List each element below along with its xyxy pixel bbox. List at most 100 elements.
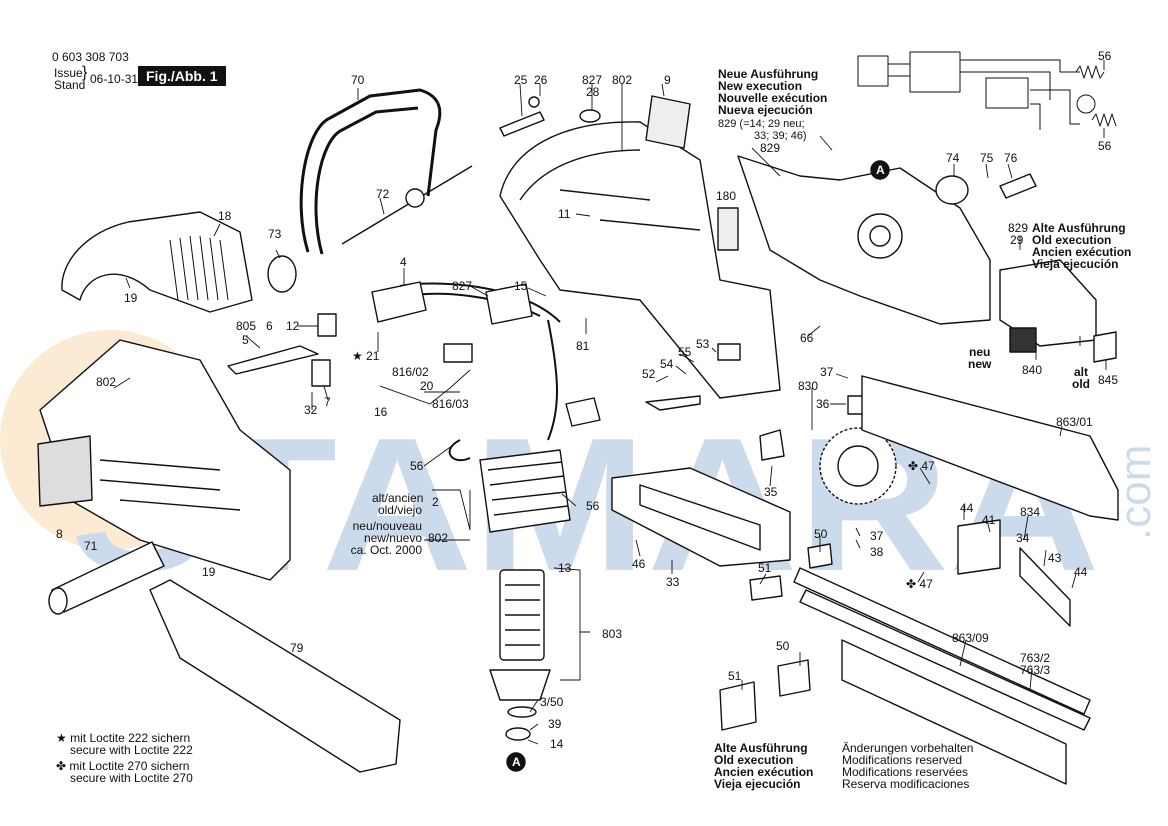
part-label: ✤ 47 (906, 577, 933, 591)
part-label: 802 (612, 73, 633, 87)
part-label: 33 (666, 575, 680, 589)
wiring-schematic (857, 51, 1117, 130)
part-label: 829 (760, 141, 781, 155)
part-label: 18 (218, 209, 232, 223)
guide-bar-part (841, 639, 1067, 785)
figure-label: Fig./Abb. 1 (138, 66, 226, 86)
part-label: 829 (1008, 221, 1029, 235)
loctite-222-note: ★ mit Loctite 222 sichern secure with Lo… (56, 731, 193, 757)
part-label: 56 (1098, 139, 1112, 153)
part-label: 56 (410, 459, 424, 473)
part-label: 44 (960, 501, 974, 515)
part-label: 11 (558, 207, 571, 221)
part-label: 66 (800, 331, 814, 345)
doc-number: 0 603 308 703 (52, 50, 129, 64)
part-label: 19 (202, 565, 216, 579)
part-label: 72 (376, 187, 390, 201)
part-label: 763/3 (1020, 663, 1051, 677)
part-label: 29 (1010, 233, 1024, 247)
part-label: 36 (816, 397, 830, 411)
part-label: 3/50 (540, 695, 564, 709)
part-label: 32 (304, 403, 318, 417)
part-label: 15 (514, 279, 528, 293)
part-label: 51 (758, 561, 772, 575)
part-label: 830 (798, 379, 819, 393)
part-label: 52 (642, 367, 656, 381)
part-label: 56 (1098, 49, 1112, 63)
part-label: 56 (586, 499, 600, 513)
part-label: ✤ 47 (908, 459, 935, 473)
issue-date: 06-10-31 (90, 72, 139, 86)
part-label: 51 (728, 669, 742, 683)
part-label: 28 (586, 85, 600, 99)
part-label: 803 (602, 627, 623, 641)
note-829: 829 (=14; 29 neu;33; 39; 46) (718, 118, 807, 142)
housing-cover-part (61, 211, 253, 313)
part-label: 37 (820, 365, 834, 379)
part-label: 74 (946, 151, 960, 165)
marker-a-top-letter: A (876, 163, 885, 177)
part-label: ★ 21 (352, 349, 380, 363)
part-label: 54 (660, 357, 674, 371)
bow-handle-part (299, 88, 442, 253)
part-label: 20 (420, 379, 434, 393)
part-label: 81 (576, 339, 590, 353)
part-label: 50 (814, 527, 828, 541)
part-label: 41 (982, 513, 996, 527)
stand-label: Stand (54, 78, 86, 92)
part-label: 26 (534, 73, 548, 87)
part-label: 805 (236, 319, 257, 333)
part-label: 840 (1022, 363, 1043, 377)
part-label: 827 (582, 73, 603, 87)
part-label: 44 (1074, 565, 1088, 579)
part-label: 53 (696, 337, 710, 351)
part-label: 816/02 (392, 365, 429, 379)
marker-a-bottom-letter: A (512, 755, 521, 769)
part-label: 8 (56, 527, 63, 541)
loctite-270-note: ✤ mit Loctite 270 sichern secure with Lo… (56, 759, 193, 785)
part-label: 46 (632, 557, 646, 571)
guard-part (149, 579, 401, 773)
part-label: 834 (1020, 505, 1041, 519)
part-label: 75 (980, 151, 994, 165)
blade-863-01-part (861, 375, 1119, 521)
part-label: 73 (268, 227, 282, 241)
part-label: 6 (266, 319, 273, 333)
saw-chain-part (793, 567, 1091, 715)
part-label: 7 (324, 395, 331, 409)
part-label: 763/2 (1020, 651, 1051, 665)
part-label: 863/01 (1056, 415, 1093, 429)
part-label: 39 (548, 717, 562, 731)
part-label: 34 (1016, 531, 1030, 545)
part-label: 827 (452, 279, 473, 293)
part-label: 12 (286, 319, 300, 333)
part-label: 25 (514, 73, 528, 87)
part-label: 863/09 (952, 631, 989, 645)
svg-text:.com: .com (1111, 445, 1160, 540)
part-label: 37 (870, 529, 884, 543)
part-label: 16 (374, 405, 388, 419)
part-label: 4 (400, 255, 407, 269)
part-label: 38 (870, 545, 884, 559)
base-plate-part (611, 467, 791, 567)
part-label: 13 (558, 561, 572, 575)
part-label: 55 (678, 345, 692, 359)
part-label: 845 (1098, 373, 1119, 387)
marker-a-top (870, 160, 890, 180)
part-label: 5 (242, 333, 249, 347)
knob-part (267, 255, 297, 293)
part-label: 816/03 (432, 397, 469, 411)
part-label: 70 (351, 73, 365, 87)
part-label: 76 (1004, 151, 1018, 165)
part-label: 180 (716, 189, 737, 203)
part-label: 14 (550, 737, 564, 751)
part-label: 802 (428, 531, 449, 545)
